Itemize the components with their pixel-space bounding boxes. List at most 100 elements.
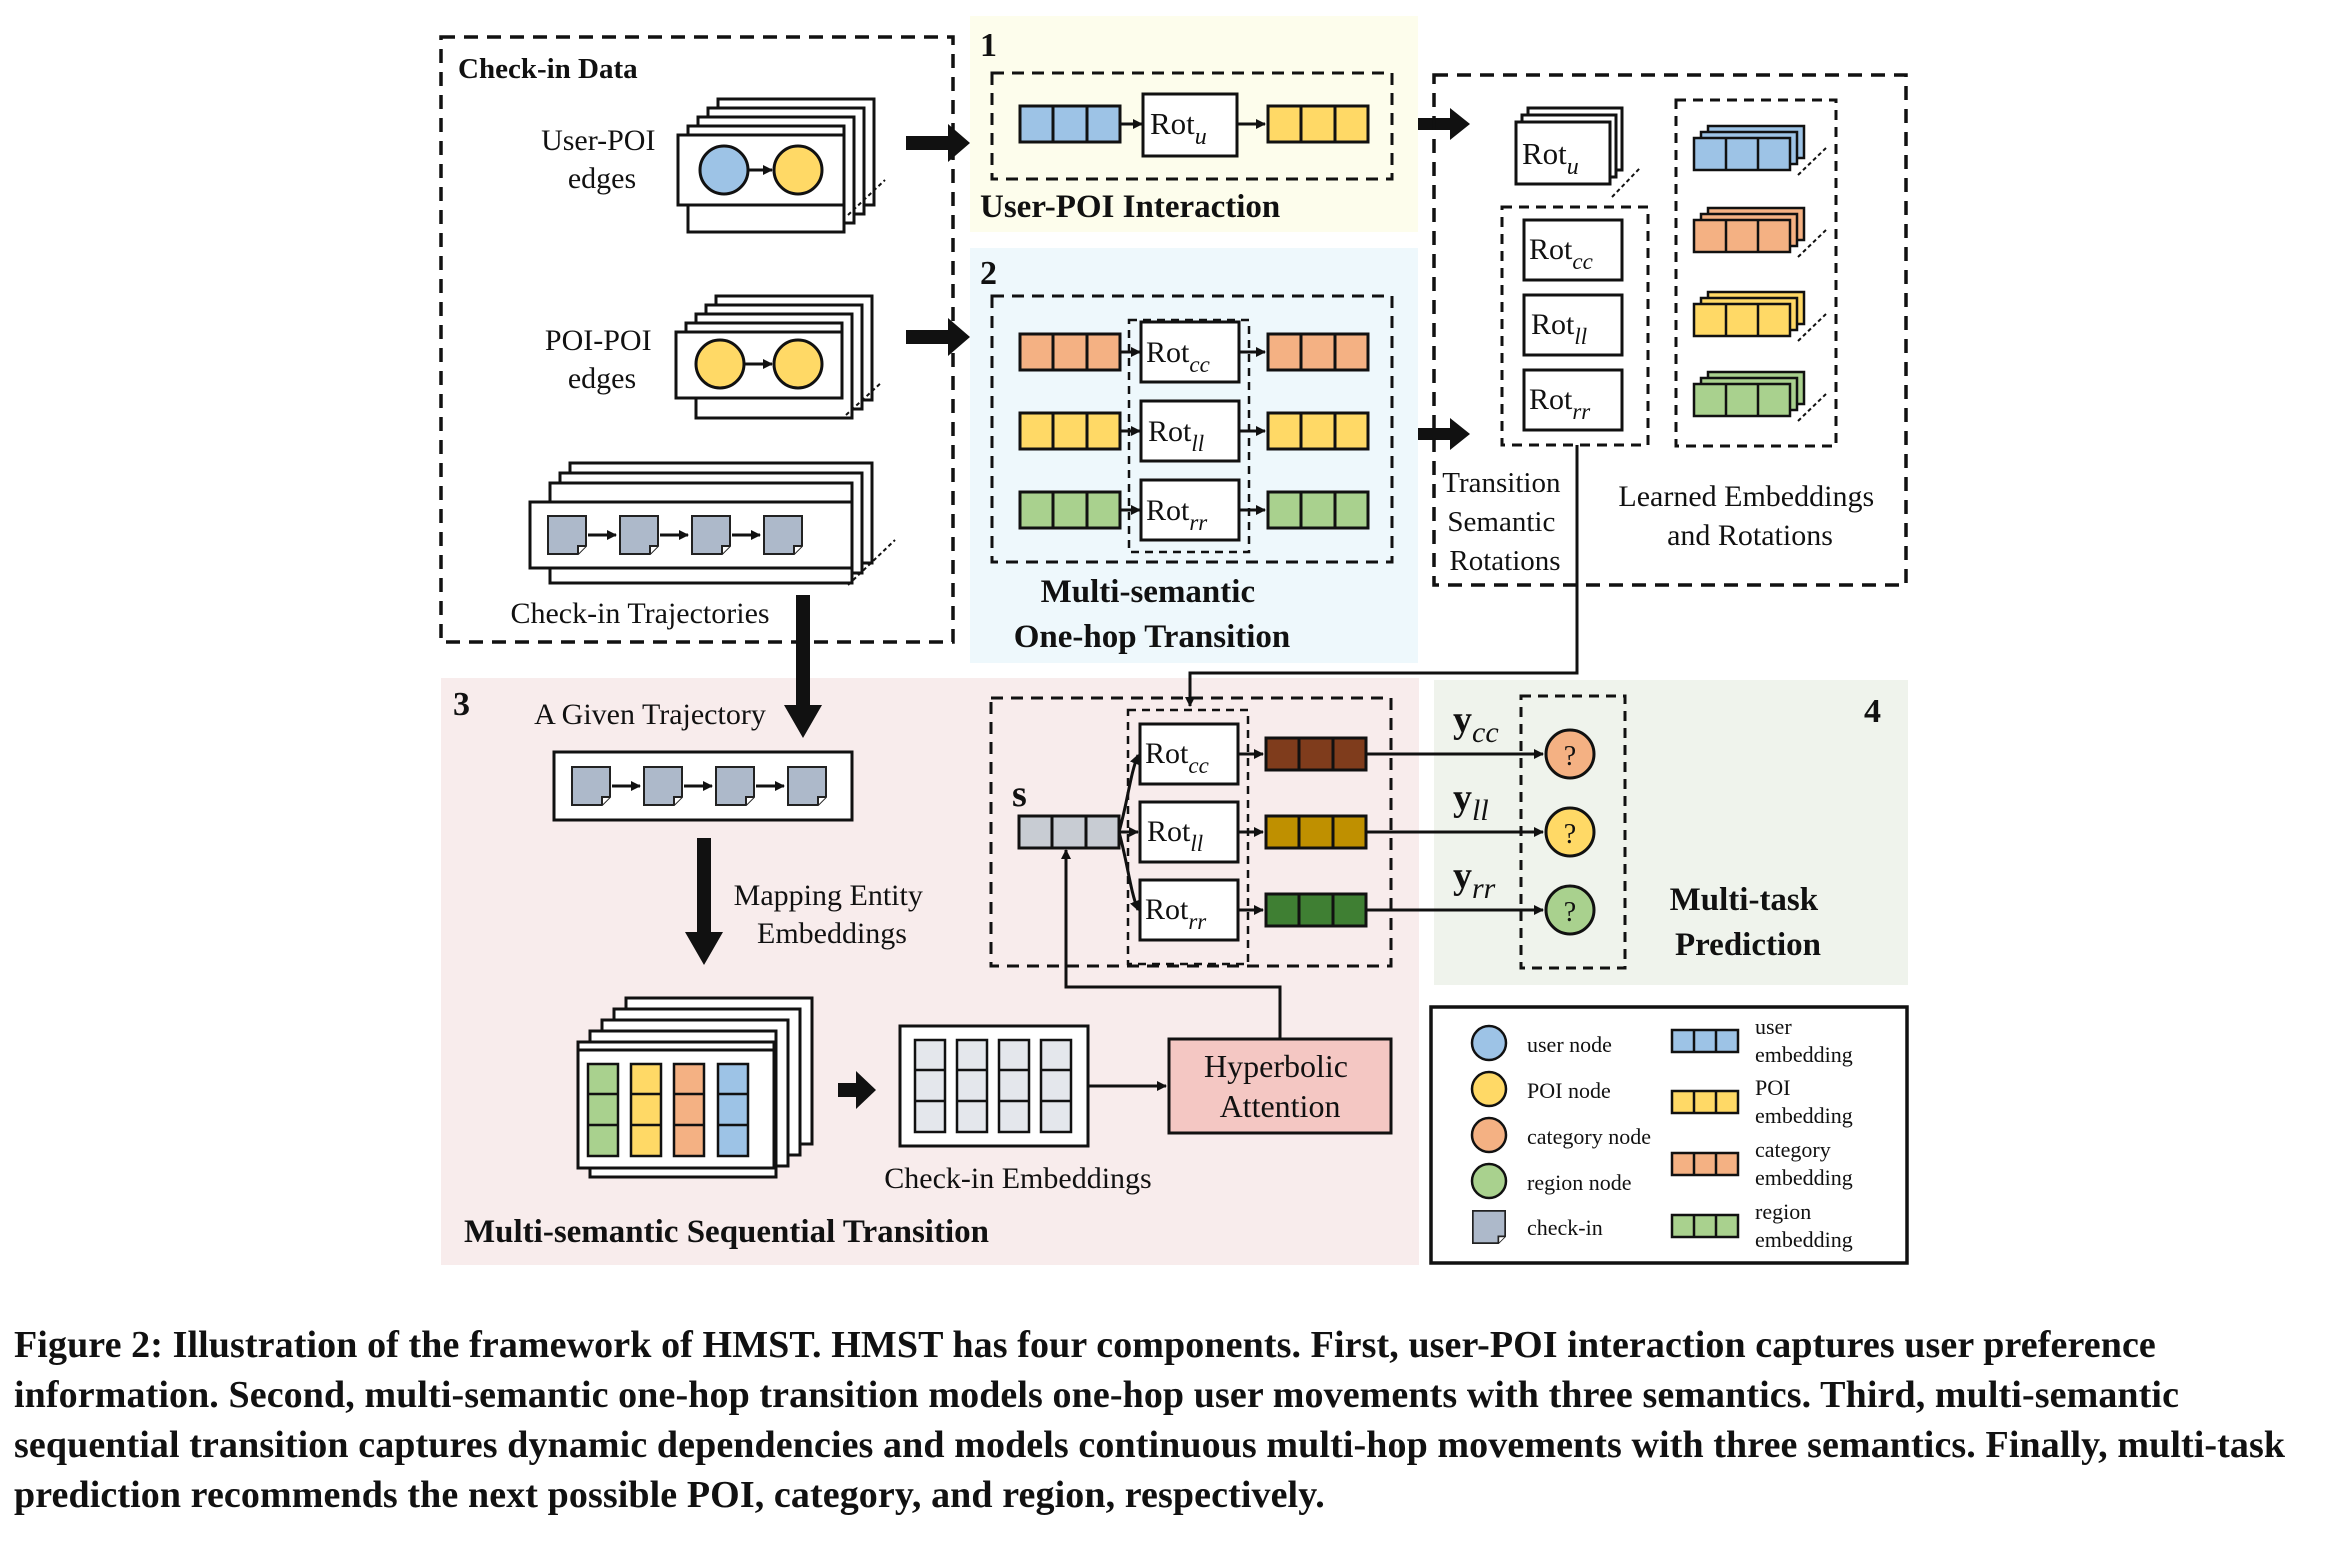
transition-semantic-rotations-label: Transition Semantic Rotations (1442, 467, 1567, 577)
rotation-connector (1185, 445, 1579, 707)
legend-user-embedding: user embedding (1755, 1014, 1853, 1067)
checkin-embeddings-label: Check-in Embeddings (884, 1162, 1151, 1195)
section-2-number: 2 (980, 255, 997, 292)
learned-embeddings-label: Learned Embeddings and Rotations (1618, 480, 1881, 552)
sequential-transition-title: Multi-semantic Sequential Transition (464, 1214, 989, 1250)
sequence-state-vector (1017, 814, 1121, 850)
seq-rot-ll-label: Rotll (1147, 815, 1203, 856)
rot-u-stack: Rotu (1514, 106, 1641, 198)
legend-region-embedding: region embedding (1755, 1199, 1853, 1252)
legend-poi-embedding: POI embedding (1755, 1075, 1853, 1128)
poi-poi-edge-stack (674, 294, 883, 420)
learned-user-embeddings (1692, 124, 1827, 176)
legend: user node POI node category node region … (1429, 1005, 1909, 1265)
rot-u-label: Rotu (1150, 106, 1207, 150)
category-prediction-node (1544, 728, 1596, 780)
legend-category-embedding: category embedding (1755, 1137, 1853, 1190)
learned-embeddings-box (1432, 73, 1908, 587)
legend-poi-node-icon (1470, 1070, 1508, 1108)
rot-u-box (1141, 92, 1239, 158)
legend-user-node-icon (1470, 1024, 1508, 1062)
location-transition-row: Rotll (1018, 399, 1370, 463)
hmst-framework-diagram: Check-in Data User-POI edges (439, 16, 1909, 1265)
learned-rot-ll-box (1522, 293, 1624, 357)
learned-rot-rr-box (1522, 368, 1624, 432)
y-cc-label: ycc (1453, 699, 1499, 749)
y-rr-label: yrr (1453, 855, 1496, 905)
poi-prediction-node (1544, 806, 1596, 858)
legend-region-node: region node (1527, 1170, 1631, 1195)
poi-output-vector (1264, 814, 1368, 850)
user-poi-edges-label: User-POI edges (541, 124, 663, 195)
hyperbolic-attention-box (1167, 1037, 1393, 1135)
trajectories-stack (528, 461, 896, 586)
checkin-icon (547, 515, 587, 555)
checkin-icon (571, 766, 611, 806)
learned-rot-rr-label: Rotrr (1529, 383, 1591, 424)
entity-embedding-stack (576, 996, 814, 1179)
given-trajectory (552, 750, 854, 822)
checkin-icon (763, 515, 803, 555)
user-embedding-vector (1018, 104, 1122, 144)
legend-category-node-icon (1470, 1116, 1508, 1154)
figure-caption: Figure 2: Illustration of the framework … (14, 1324, 2286, 1516)
category-output-vector (1264, 736, 1368, 772)
section-3-number: 3 (453, 686, 470, 723)
legend-category-node: category node (1527, 1124, 1651, 1149)
legend-check-in: check-in (1527, 1215, 1603, 1240)
attention-feedback-arrow (1061, 849, 1282, 1039)
region-prediction-mark: ? (1564, 897, 1576, 928)
region-output-vector (1264, 892, 1368, 928)
hyperbolic-attention-label: Hyperbolic Attention (1204, 1048, 1356, 1124)
section-4-number: 4 (1864, 693, 1881, 730)
legend-user-embedding-icon (1670, 1028, 1740, 1054)
legend-poi-node: POI node (1527, 1078, 1611, 1103)
check-in-data-title: Check-in Data (458, 53, 638, 85)
legend-poi-embedding-icon (1670, 1089, 1740, 1115)
thick-arrow (906, 124, 970, 162)
poi-node-icon (694, 338, 746, 390)
rot-cc-label: Rotcc (1146, 336, 1210, 377)
thick-arrow (1418, 418, 1470, 450)
poi-embedding-vector (1266, 104, 1370, 144)
learned-category-embeddings (1692, 206, 1827, 258)
checkin-embeddings-matrix (898, 1024, 1090, 1148)
checkin-icon (619, 515, 659, 555)
poi-prediction-mark: ? (1564, 819, 1576, 850)
seq-rot-cc-label: Rotcc (1145, 737, 1209, 778)
legend-user-node: user node (1527, 1032, 1612, 1057)
poi-node-icon (772, 144, 824, 196)
legend-region-embedding-icon (1670, 1213, 1740, 1239)
thick-arrow (906, 318, 970, 356)
given-trajectory-label: A Given Trajectory (534, 698, 766, 731)
learned-poi-embeddings (1692, 290, 1827, 342)
check-in-data-box: Check-in Data User-POI edges (439, 35, 955, 644)
seq-rot-rr-box (1138, 878, 1240, 942)
poi-node-icon (772, 338, 824, 390)
legend-checkin-icon (1472, 1210, 1506, 1244)
legend-category-embedding-icon (1670, 1151, 1740, 1177)
seq-rot-rr-label: Rotrr (1145, 893, 1207, 934)
user-poi-edge-stack (676, 97, 886, 234)
learned-rot-cc-box (1522, 218, 1624, 282)
rot-ll-box (1139, 399, 1241, 463)
thick-arrow-down (784, 595, 822, 738)
category-transition-row: Rotcc (1018, 320, 1370, 384)
learned-rot-cc-label: Rotcc (1529, 233, 1593, 274)
s-label: s (1012, 773, 1027, 815)
thick-arrow (1418, 108, 1470, 140)
checkin-icon (691, 515, 731, 555)
checkin-icon (787, 766, 827, 806)
y-ll-label: yll (1453, 777, 1489, 827)
one-hop-transition-title: Multi-semantic One-hop Transition (1014, 574, 1291, 655)
user-poi-interaction-title: User-POI Interaction (980, 189, 1280, 225)
learned-region-embeddings (1692, 370, 1827, 422)
checkin-icon (643, 766, 683, 806)
learned-rot-u-label: Rotu (1522, 136, 1579, 180)
category-prediction-mark: ? (1564, 741, 1576, 772)
seq-rot-ll-box (1138, 800, 1240, 864)
legend-region-node-icon (1470, 1162, 1508, 1200)
rot-rr-label: Rotrr (1146, 494, 1208, 535)
region-transition-row: Rotrr (1018, 478, 1370, 542)
learned-rot-ll-label: Rotll (1531, 308, 1587, 349)
